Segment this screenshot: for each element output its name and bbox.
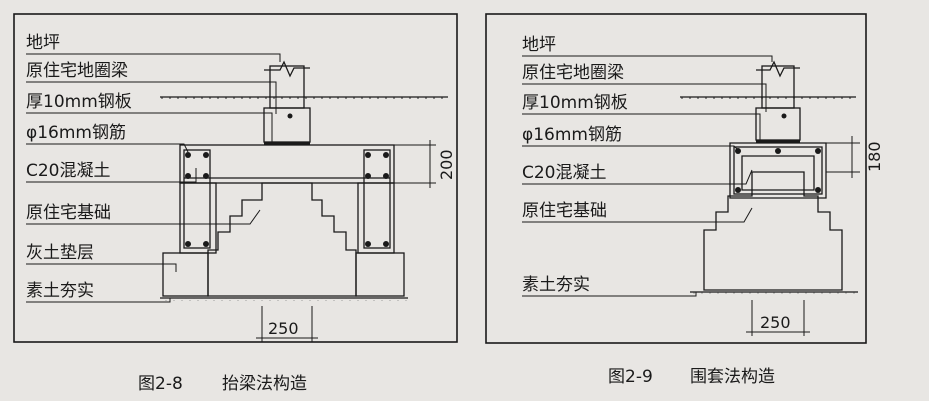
- leader-lines: [26, 53, 281, 303]
- label-concrete: C20混凝土: [522, 163, 607, 183]
- caption-number: 图2-9: [608, 367, 653, 387]
- dim-height-label: 200: [437, 149, 456, 180]
- compacted-soil-texture: [690, 292, 858, 295]
- right-rebar-cage: [363, 149, 391, 249]
- steel-plate: [264, 142, 310, 145]
- label-cushion: 灰土垫层: [26, 243, 94, 263]
- label-compacted-soil: 素土夯实: [522, 275, 590, 295]
- leader-lines: [522, 55, 773, 297]
- rebar-dots: [735, 148, 821, 193]
- rebar-dots: [185, 152, 389, 247]
- left-rebar-cage: [183, 149, 211, 249]
- wall: [269, 65, 305, 109]
- dim-width-label: 250: [760, 313, 791, 332]
- original-foundation: [703, 171, 843, 291]
- label-steel-plate: 厚10mm钢板: [26, 92, 132, 112]
- original-foundation: [207, 182, 357, 297]
- dim-height-label: 180: [865, 141, 884, 172]
- rebar-cage: [733, 146, 823, 195]
- label-steel-plate: 厚10mm钢板: [522, 93, 628, 113]
- figure-frame: [13, 13, 458, 343]
- ring-beam: [755, 107, 801, 141]
- steel-plate: [756, 140, 800, 143]
- wall-break-mark: [756, 60, 800, 78]
- cushion-right: [355, 252, 405, 297]
- lifting-beam: [179, 144, 395, 184]
- label-foundation: 原住宅基础: [26, 203, 111, 223]
- label-compacted-soil: 素土夯实: [26, 281, 94, 301]
- dim-width-label: 250: [268, 319, 299, 338]
- wall-break-mark: [264, 60, 310, 78]
- label-rebar: φ16mm钢筋: [522, 125, 622, 145]
- label-ground: 地坪: [522, 35, 556, 55]
- label-ring-beam: 原住宅地圈梁: [26, 61, 128, 81]
- concrete-jacket: [729, 142, 827, 199]
- caption-number: 图2-8: [138, 374, 183, 394]
- figure-labels: 地坪 原住宅地圈梁 厚10mm钢板 φ16mm钢筋 C20混凝土 原住宅基础 素…: [522, 35, 628, 295]
- ring-beam-bar: [287, 113, 293, 119]
- label-ground: 地坪: [26, 33, 60, 53]
- figure-labels: 地坪 原住宅地圈梁 厚10mm钢板 φ16mm钢筋 C20混凝土 原住宅基础 灰…: [26, 33, 132, 301]
- caption-title: 抬梁法构造: [222, 374, 307, 394]
- label-foundation: 原住宅基础: [522, 201, 607, 221]
- label-ring-beam: 原住宅地圈梁: [522, 63, 624, 83]
- label-rebar: φ16mm钢筋: [26, 123, 126, 143]
- figure-2-8: 200 250 地坪 原住宅地圈梁 厚10mm钢板 φ16mm钢筋 C20混凝土…: [13, 13, 458, 394]
- cushion-left: [162, 252, 209, 297]
- compacted-soil-texture: [160, 298, 408, 301]
- figure-2-9: 180 250 地坪 原住宅地圈梁 厚10mm钢板 φ16mm钢筋 C20混凝土…: [485, 13, 884, 387]
- ground-texture: [680, 97, 856, 100]
- ring-beam-bar: [781, 113, 787, 119]
- label-concrete: C20混凝土: [26, 161, 111, 181]
- caption-title: 围套法构造: [690, 367, 775, 387]
- figure-frame: [485, 13, 867, 344]
